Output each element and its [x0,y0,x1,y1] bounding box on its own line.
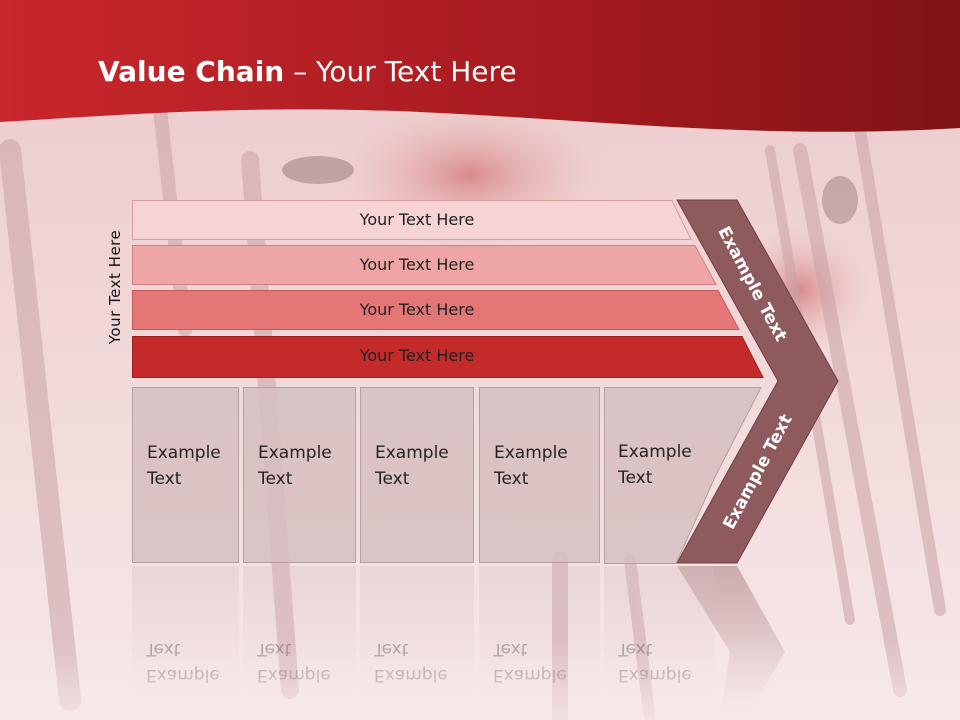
band-3: Your Text Here [132,290,740,330]
band-1: Your Text Here [132,200,692,240]
box-1-line1: Example [147,443,221,463]
band-2-shape [132,245,717,285]
box-3-line2: Text [375,469,410,489]
page-title: Value Chain – Your Text Here [98,55,517,88]
box-2-line1: Example [258,443,332,463]
band-1-label: Your Text Here [359,210,475,229]
box-5-line1: Example [618,442,692,462]
activity-box-5-shape [604,387,762,564]
bottom-fade [0,640,960,720]
box-4-line1: Example [494,443,568,463]
box-2-line2: Text [258,469,293,489]
band-2: Your Text Here [132,245,717,285]
band-4: Your Text Here [132,336,764,378]
box-1-line2: Text [147,469,182,489]
title-bold: Value Chain [98,55,285,88]
band-4-label: Your Text Here [359,346,475,365]
header-banner [0,0,960,132]
box-5-line2: Text [618,468,653,488]
box-4-line2: Text [494,469,529,489]
band-3-shape [132,290,740,330]
title-rest: – Your Text Here [284,55,517,88]
box-3-line1: Example [375,443,449,463]
band-1-shape [132,200,692,240]
band-4-shape [132,336,764,378]
band-3-label: Your Text Here [359,300,475,319]
band-2-label: Your Text Here [359,255,475,274]
